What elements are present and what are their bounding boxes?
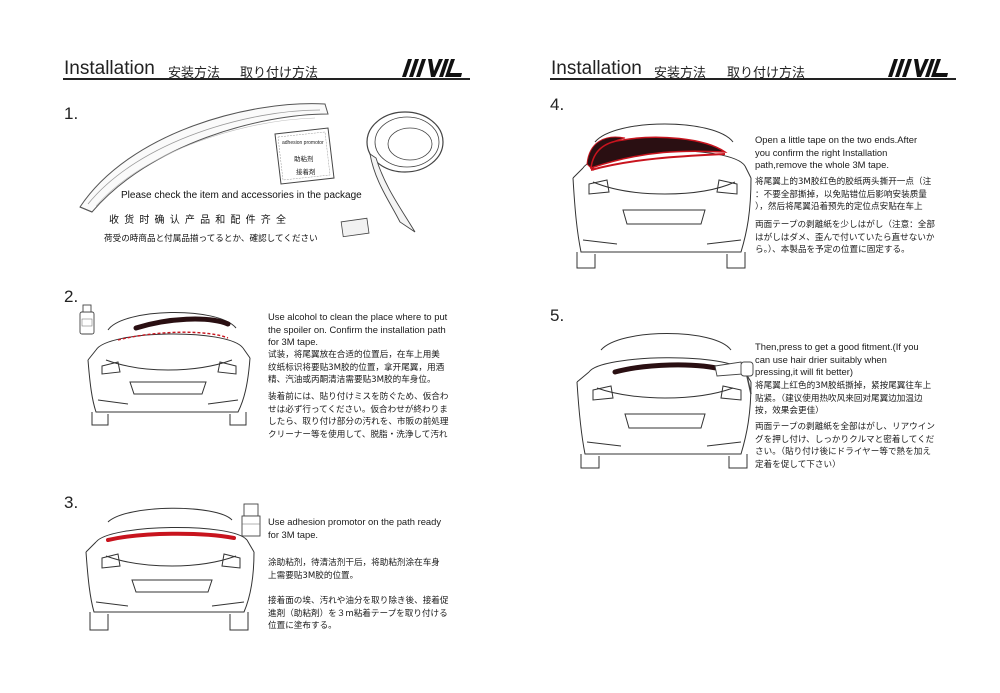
step-5-text-en: Then,press to get a good fitment.(If you…	[755, 341, 919, 377]
promotor-applied-path	[106, 531, 236, 542]
step-2-number: 2.	[64, 287, 79, 306]
alcohol-bottle-drawing	[79, 304, 95, 335]
vil-logo-left	[402, 58, 464, 78]
step-4-text-jp: 両面テープの剥離紙を少しはがし（注意：全部はがしはダメ、歪んで付いていたら直せな…	[755, 220, 935, 255]
vil-logo-right	[888, 58, 950, 78]
sachet-label-2: 助粘剂	[294, 154, 314, 163]
step-3-text-jp: 接着面の埃、汚れや油分を取り除き後、接着促進剤（助粘剤）を３m粘着テープを取り付…	[268, 596, 449, 631]
step-4-car-illustration	[572, 123, 752, 269]
left-title-cn: 安装方法	[168, 66, 221, 81]
step-4-number: 4.	[550, 95, 565, 114]
step-2-text-cn: 试装，将尾翼放在合适的位置后，在车上用美纹纸标识将要贴3M胶的位置，拿开尾翼，用…	[268, 350, 445, 385]
spoiler-with-red-tape	[590, 136, 728, 170]
step-5-text-jp: 両面テープの剥離紙を全部はがし、リアウイングを押し付け、しっかりクルマと密着して…	[755, 422, 935, 470]
adhesion-promotor-sachet	[274, 127, 335, 185]
right-title-cn: 安装方法	[654, 66, 707, 81]
sachet-label-3: 接着剤	[296, 167, 316, 176]
sachet-label-1: adhesion promotor	[282, 140, 324, 146]
right-title-en: Installation	[551, 58, 642, 79]
left-title-jp: 取り付け方法	[240, 66, 319, 81]
promotor-bottle-drawing	[241, 503, 261, 537]
step-1-illustration: adhesion promotor 助粘剂 接着剤	[79, 103, 444, 238]
step-5-text-cn: 将尾翼上红色的3M胶纸撕掉，紧按尾翼往车上贴紧。（建议使用热吹风来回对尾翼边加温…	[755, 381, 932, 416]
spoiler-installed	[612, 362, 728, 375]
step-2-text-jp: 装着前には、貼り付けミスを防ぐため、仮合わせは必ず行ってください。仮合わせが終わ…	[268, 392, 449, 440]
step-2-text-en: Use alcohol to clean the place where to …	[268, 311, 448, 347]
spoiler-part-drawing	[79, 103, 329, 213]
step-4-text-en: Open a little tape on the two ends.After…	[755, 134, 918, 170]
tape-roll-drawing	[340, 111, 444, 238]
step-3-number: 3.	[64, 493, 79, 512]
step-1-caption-cn: 收 货 时 确 认 产 品 和 配 件 齐 全	[109, 215, 287, 226]
hair-drier-drawing	[714, 361, 754, 395]
step-4-text-cn: 将尾翼上的3M胶红色的胶纸两头撕开一点（注：不要全部撕掉，以免贴错位后影响安装质…	[755, 177, 932, 212]
left-header-rule	[63, 78, 470, 80]
spoiler-placement	[133, 316, 231, 331]
step-1-number: 1.	[64, 104, 79, 123]
right-title-jp: 取り付け方法	[727, 66, 806, 81]
step-5-car-illustration	[576, 333, 754, 469]
right-header-rule	[550, 78, 956, 80]
step-3-car-illustration	[85, 503, 261, 631]
step-1-caption-en: Please check the item and accessories in…	[121, 190, 362, 201]
step-1-caption-jp: 荷受の時商品と付属品揃ってるとか、確認してください	[104, 234, 318, 244]
step-3-text-cn: 涂助粘剂，待清洁剂干后，将助粘剂涂在车身上需要贴3M胶的位置。	[268, 558, 440, 581]
step-5-number: 5.	[550, 306, 565, 325]
step-2-car-illustration	[79, 304, 251, 426]
left-title-en: Installation	[64, 58, 155, 79]
